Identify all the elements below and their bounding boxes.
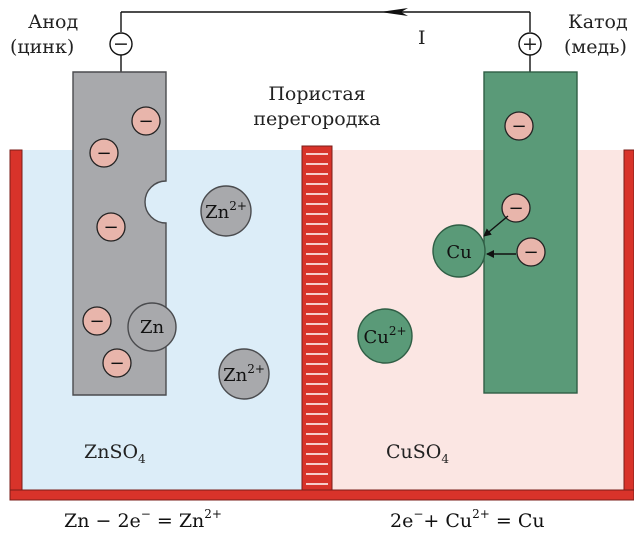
left-solution-label: ZnSO4 (84, 441, 146, 466)
zn-atom-label: Zn (140, 317, 165, 338)
zn-ion-2 (218, 348, 270, 400)
electron (96, 212, 126, 242)
electron-arrow-1 (483, 215, 509, 237)
cathode-label: Катод (568, 11, 628, 33)
cathode-material: (медь) (564, 36, 627, 58)
current-arrow (380, 8, 408, 16)
current-label: I (418, 27, 426, 49)
cathode-terminal (518, 32, 542, 56)
electron (501, 193, 531, 223)
electron-sign: − (511, 116, 526, 137)
electron-sign: − (508, 198, 523, 219)
electron-sign: − (138, 111, 153, 132)
electron (504, 111, 534, 141)
external-wire (120, 11, 531, 72)
electron (82, 306, 112, 336)
cu-atom (432, 224, 486, 278)
cathode-equation: 2e−+ Cu2+ = Cu (390, 507, 545, 532)
zinc-electrons: −−−−− (82, 106, 161, 378)
electron (89, 138, 119, 168)
zn-ion-2-label: Zn2+ (223, 362, 265, 386)
electron (102, 348, 132, 378)
anode-terminal (109, 32, 133, 56)
cu-ion-label: Cu2+ (363, 324, 406, 348)
anode-label: Анод (28, 11, 78, 33)
porous-partition (301, 145, 333, 491)
partition-label-line1: Пористая (268, 83, 365, 105)
electron-sign: − (523, 242, 538, 263)
partition-label-line2: перегородка (253, 108, 380, 130)
copper-electrons: − − − (501, 111, 546, 267)
electron-sign: − (103, 217, 118, 238)
anode-sign: − (113, 33, 129, 55)
cu-atom-label: Cu (446, 242, 471, 263)
electron (131, 106, 161, 136)
anode-material: (цинк) (10, 36, 74, 58)
electron-sign: − (89, 311, 104, 332)
cathode-sign: + (522, 33, 538, 55)
cu-ion (357, 308, 413, 364)
zn-atom (127, 302, 177, 352)
electron (516, 237, 546, 267)
electron-sign: − (96, 143, 111, 164)
zn-ion-1 (200, 185, 252, 237)
zn-ion-1-label: Zn2+ (205, 199, 247, 223)
anode-equation: Zn − 2e− = Zn2+ (64, 507, 222, 532)
right-solution-label: CuSO4 (386, 441, 449, 466)
electron-sign: − (109, 353, 124, 374)
